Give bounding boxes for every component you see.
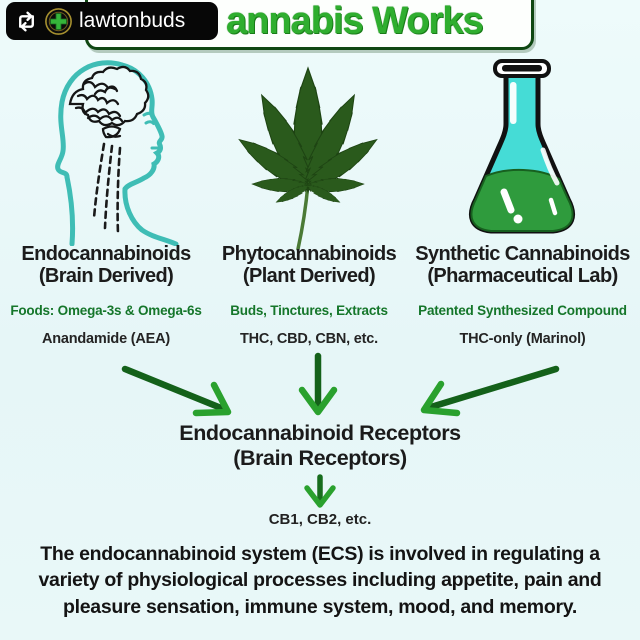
arrow-down-small-icon: [304, 474, 336, 508]
column-subheading: (Pharmaceutical Lab): [427, 265, 618, 287]
column-subheading: (Brain Derived): [38, 265, 174, 287]
receptors-block: Endocannabinoid Receptors (Brain Recepto…: [0, 421, 640, 472]
column-endocannabinoids: Endocannabinoids (Brain Derived) Foods: …: [0, 243, 212, 347]
column-phytocannabinoids: Phytocannabinoids (Plant Derived) Buds, …: [206, 243, 412, 347]
column-compound: Anandamide (AEA): [41, 331, 171, 347]
column-compound: THC, CBD, CBN, etc.: [240, 331, 378, 347]
spine-dashes: [92, 142, 122, 236]
brain-head-illustration: [40, 56, 182, 246]
repost-bar[interactable]: lawtonbuds: [6, 2, 218, 40]
arrow-right-icon: [420, 365, 560, 417]
column-compound: THC-only (Marinol): [459, 331, 586, 347]
title-text: annabis Works: [226, 0, 484, 42]
column-source: Buds, Tinctures, Extracts: [230, 303, 388, 318]
receptors-heading: Endocannabinoid Receptors: [179, 421, 461, 445]
receptor-examples: CB1, CB2, etc.: [268, 511, 372, 528]
brain-scribble: [68, 65, 150, 139]
arrow-left-icon: [121, 365, 232, 417]
title-banner: annabis Works: [85, 0, 534, 50]
column-heading: Phytocannabinoids: [221, 243, 397, 265]
repost-username[interactable]: lawtonbuds: [79, 9, 186, 32]
footer-description: The endocannabinoid system (ECS) is invo…: [38, 543, 602, 618]
column-synthetic-cannabinoids: Synthetic Cannabinoids (Pharmaceutical L…: [405, 243, 640, 347]
cannabis-leaf-illustration: [218, 56, 398, 254]
column-heading: Endocannabinoids: [21, 243, 191, 265]
column-source: Patented Synthesized Compound: [418, 303, 627, 318]
column-heading: Synthetic Cannabinoids: [415, 243, 630, 265]
flask-illustration: [452, 52, 592, 247]
column-subheading: (Plant Derived): [242, 265, 376, 287]
column-source: Foods: Omega-3s & Omega-6s: [10, 303, 202, 318]
receptors-subheading: (Brain Receptors): [233, 446, 407, 471]
repost-icon: [15, 10, 38, 33]
arrow-middle-icon: [298, 352, 338, 416]
dispensary-logo: [45, 7, 72, 35]
